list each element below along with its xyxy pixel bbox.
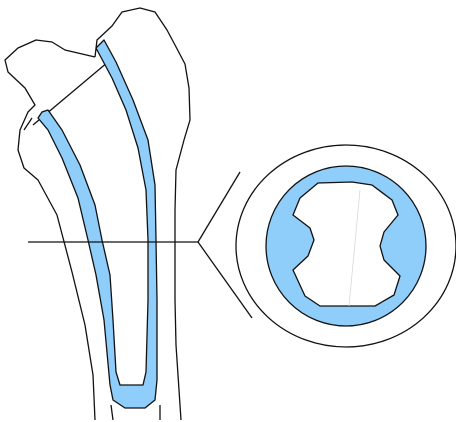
medullary-canal [38, 40, 157, 408]
bone-inner-left [111, 405, 113, 420]
bone-left-edge [5, 40, 95, 420]
callout-upper-line [198, 172, 240, 242]
bone-outline [5, 8, 190, 420]
canal-fill [38, 40, 157, 408]
